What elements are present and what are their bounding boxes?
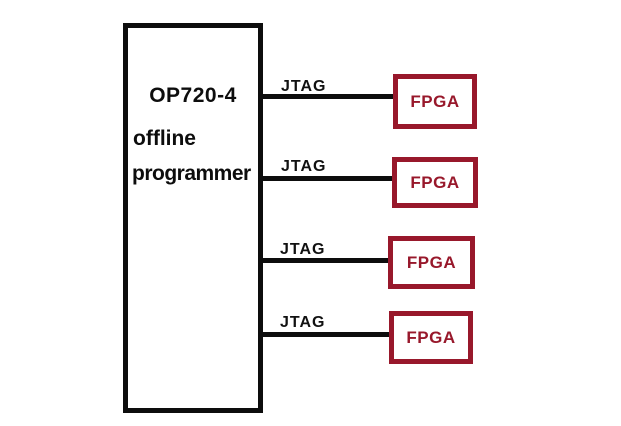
programmer-box: OP720-4 offline programmer <box>123 23 263 413</box>
jtag-label-4: JTAG <box>280 314 326 331</box>
fpga-box-3: FPGA <box>388 236 475 289</box>
fpga-label-1: FPGA <box>410 91 460 111</box>
fpga-label-2: FPGA <box>410 172 460 192</box>
jtag-label-3: JTAG <box>280 241 326 258</box>
fpga-box-4: FPGA <box>389 311 473 364</box>
jtag-label-2: JTAG <box>281 158 327 175</box>
jtag-wire-1 <box>258 94 395 99</box>
jtag-wire-2 <box>258 176 394 181</box>
fpga-box-1: FPGA <box>393 74 477 129</box>
programmer-type-label-line1: offline <box>133 127 196 150</box>
fpga-box-2: FPGA <box>392 157 478 208</box>
jtag-wire-4 <box>258 332 391 337</box>
programmer-model-label: OP720-4 <box>149 84 237 107</box>
programmer-type-label-line2: programmer <box>132 162 251 185</box>
jtag-wire-3 <box>258 258 390 263</box>
fpga-label-3: FPGA <box>406 252 457 272</box>
jtag-label-1: JTAG <box>281 78 327 95</box>
fpga-label-4: FPGA <box>406 327 456 347</box>
